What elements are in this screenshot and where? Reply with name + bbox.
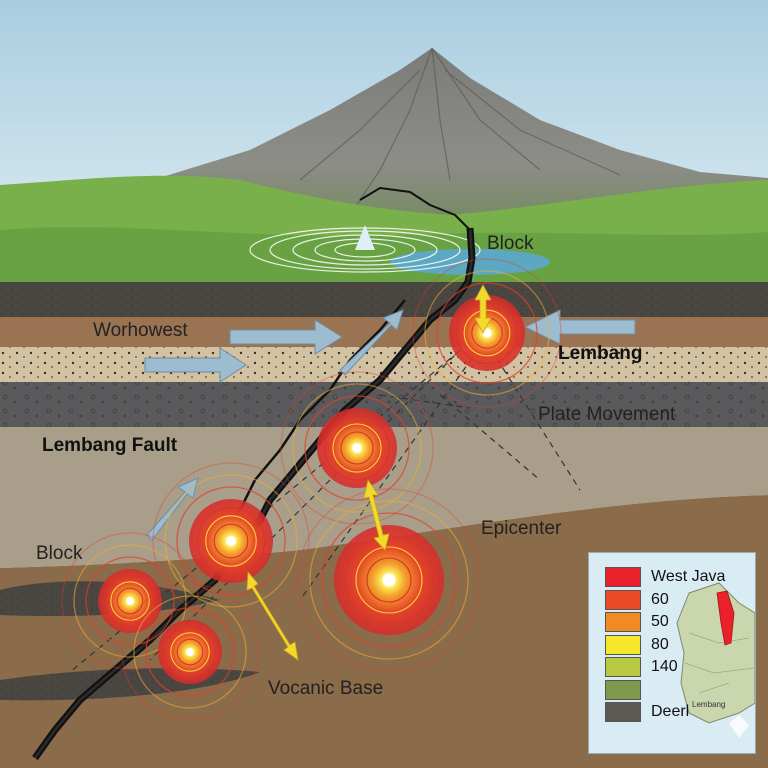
focus-mid bbox=[280, 371, 434, 525]
label-epicenter: Epicenter bbox=[481, 518, 562, 539]
label-block-left: Block bbox=[36, 543, 83, 564]
legend-swatch bbox=[605, 702, 641, 722]
legend-swatch bbox=[605, 657, 641, 677]
legend-item: 60 bbox=[605, 589, 669, 610]
label-lembang-fault: Lembang Fault bbox=[42, 435, 178, 456]
legend-item: Deerl bbox=[605, 702, 689, 722]
legend-label: Deerl bbox=[651, 703, 690, 720]
blue-movement-arrows bbox=[144, 309, 636, 541]
legend-item: 80 bbox=[605, 634, 669, 655]
legend-swatch bbox=[605, 589, 641, 610]
legend-label: 60 bbox=[651, 590, 669, 608]
west-java-mini-map bbox=[676, 582, 755, 738]
legend-swatch bbox=[605, 612, 641, 632]
legend-label: 50 bbox=[651, 613, 669, 630]
lembang-region-highlight bbox=[716, 590, 735, 646]
legend-label: West Java bbox=[651, 568, 726, 585]
fault-branch bbox=[214, 299, 406, 541]
focus-lower bbox=[121, 583, 259, 721]
yellow-arrows bbox=[246, 284, 492, 661]
legend-item: West Java bbox=[605, 567, 725, 587]
mountain-ridges bbox=[299, 47, 621, 216]
legend-label: 80 bbox=[651, 635, 669, 653]
grassland-shade bbox=[0, 227, 768, 290]
legend-item bbox=[605, 679, 651, 700]
focus-epicenter bbox=[297, 488, 481, 672]
legend-item: 140 bbox=[605, 657, 678, 677]
focus-left-mid bbox=[152, 462, 310, 620]
label-volcanic-base: Vocanic Base bbox=[268, 678, 384, 699]
seismic-foci bbox=[61, 258, 562, 721]
map-label-lembang: Lembang bbox=[692, 700, 726, 709]
label-block-top: Block bbox=[487, 233, 534, 254]
legend-swatch bbox=[605, 634, 641, 655]
legend-swatch bbox=[605, 679, 641, 700]
label-lembang: Lembang bbox=[558, 343, 643, 364]
label-plate-movement: Plate Movement bbox=[538, 404, 676, 425]
label-worhowest: Worhowest bbox=[93, 320, 188, 341]
fault-crack-upper bbox=[359, 186, 471, 231]
legend-swatch bbox=[605, 567, 641, 587]
legend-item: 50 bbox=[605, 612, 669, 632]
legend-label: 140 bbox=[651, 658, 678, 675]
